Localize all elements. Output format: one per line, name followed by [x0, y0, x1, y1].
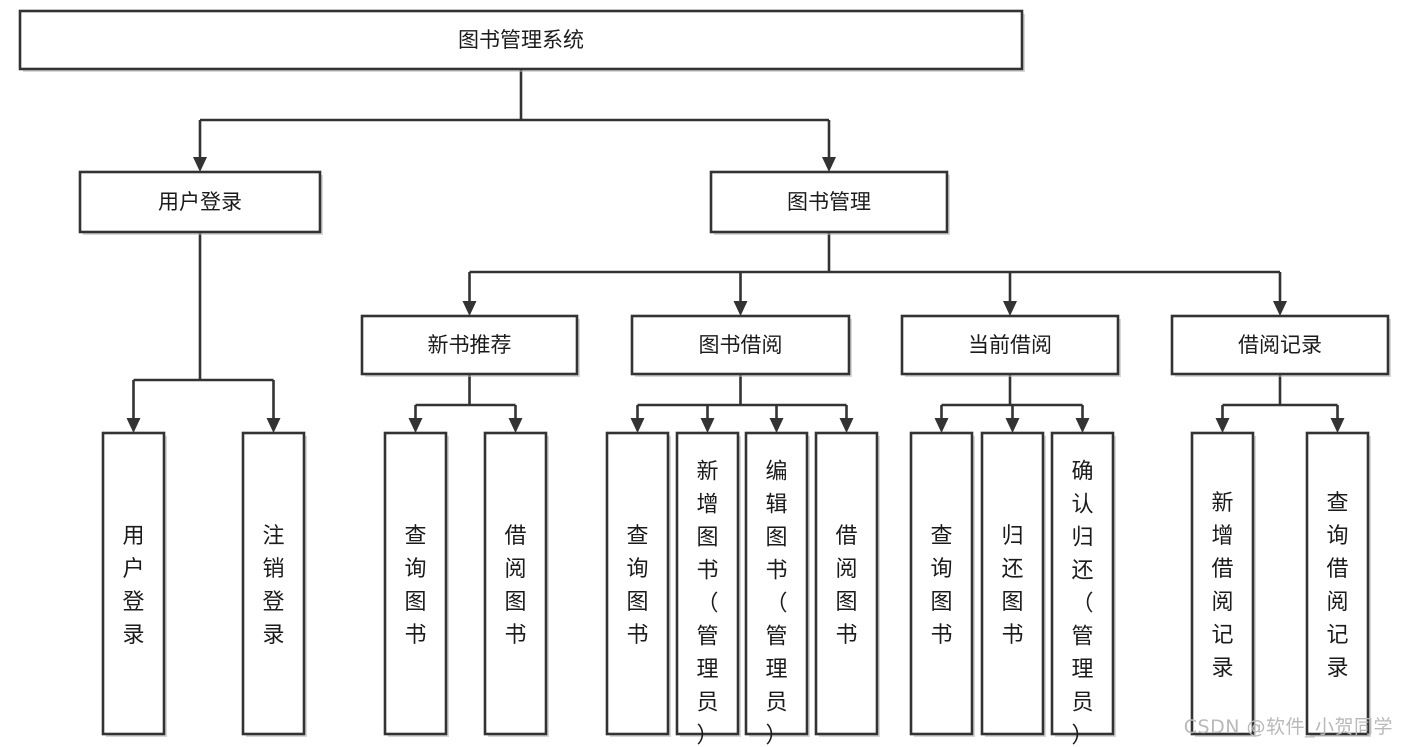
connector-group-current-borrow [934, 374, 1090, 433]
node-leaf-3[interactable]: 借阅图书 [483, 431, 549, 737]
node-label: 用户登录 [158, 190, 242, 214]
connector-group-book-borrow [630, 374, 854, 433]
arrow-head [462, 301, 477, 316]
arrow-head [126, 418, 141, 433]
node-level3-0[interactable]: 新书推荐 [360, 314, 580, 377]
nodes-layer: 图书管理系统用户登录图书管理新书推荐图书借阅当前借阅借阅记录用户登录注销登录查询… [18, 9, 1391, 747]
node-label: 查询图书 [404, 524, 426, 648]
arrow-head [1075, 418, 1090, 433]
node-leaf-9[interactable]: 归还图书 [980, 431, 1046, 737]
node-leaf-11[interactable]: 新增借阅记录 [1190, 431, 1256, 737]
node-label: 查询图书 [930, 524, 952, 648]
node-label: 新增借阅记录 [1211, 491, 1233, 681]
arrow-head [700, 418, 715, 433]
node-level3-1[interactable]: 图书借阅 [630, 314, 852, 377]
node-label: 用户登录 [122, 524, 144, 648]
arrow-head [934, 418, 949, 433]
node-leaf-10[interactable]: 确认归还（管理员） [1050, 431, 1116, 747]
node-leaf-1[interactable]: 注销登录 [241, 431, 307, 737]
node-level2-0[interactable]: 用户登录 [78, 170, 323, 235]
node-label: 借阅图书 [504, 524, 526, 648]
node-leaf-7[interactable]: 借阅图书 [814, 431, 880, 737]
node-level3-2[interactable]: 当前借阅 [900, 314, 1121, 377]
arrow-head [630, 418, 645, 433]
node-root-0[interactable]: 图书管理系统 [18, 9, 1025, 72]
node-level2-1[interactable]: 图书管理 [709, 170, 950, 235]
node-leaf-5[interactable]: 新增图书（管理员） [675, 431, 741, 747]
connector-group-new-book [408, 374, 523, 433]
node-label: 图书管理 [787, 190, 871, 214]
connectors-layer [126, 69, 1345, 433]
node-label: 查询图书 [626, 524, 648, 648]
node-label: 借阅图书 [835, 524, 857, 648]
arrow-head [1003, 301, 1017, 316]
arrow-head [733, 301, 748, 316]
connector-group-borrow-record [1215, 374, 1345, 433]
node-label: 确认归还（管理员） [1071, 460, 1093, 747]
node-leaf-8[interactable]: 查询图书 [909, 431, 975, 737]
node-label: 查询借阅记录 [1326, 491, 1348, 681]
arrow-head [193, 157, 207, 172]
arrow-head [769, 418, 784, 433]
arrow-head [839, 418, 854, 433]
arrow-head [822, 157, 836, 172]
node-leaf-12[interactable]: 查询借阅记录 [1305, 431, 1371, 737]
arrow-head [1005, 418, 1020, 433]
node-label: 图书管理系统 [458, 28, 584, 52]
node-leaf-4[interactable]: 查询图书 [605, 431, 671, 737]
node-label: 归还图书 [1001, 524, 1023, 648]
connector-group-root [193, 69, 836, 172]
arrow-head [1330, 418, 1345, 433]
arrow-head [1273, 301, 1287, 316]
node-leaf-6[interactable]: 编辑图书（管理员） [744, 431, 810, 747]
node-label: 图书借阅 [699, 333, 783, 357]
arrow-head [508, 418, 523, 433]
node-label: 新书推荐 [428, 333, 512, 357]
arrow-head [408, 418, 423, 433]
node-label: 借阅记录 [1238, 333, 1322, 357]
node-label: 新增图书（管理员） [696, 460, 718, 747]
node-level3-3[interactable]: 借阅记录 [1170, 314, 1391, 377]
connector-group-user-login [126, 232, 281, 433]
node-label: 编辑图书（管理员） [765, 460, 787, 747]
connector-group-book-manage [462, 232, 1287, 316]
node-label: 当前借阅 [968, 333, 1052, 357]
arrow-head [266, 418, 281, 433]
node-label: 注销登录 [262, 524, 284, 648]
node-leaf-0[interactable]: 用户登录 [101, 431, 167, 737]
arrow-head [1215, 418, 1230, 433]
node-leaf-2[interactable]: 查询图书 [383, 431, 449, 737]
